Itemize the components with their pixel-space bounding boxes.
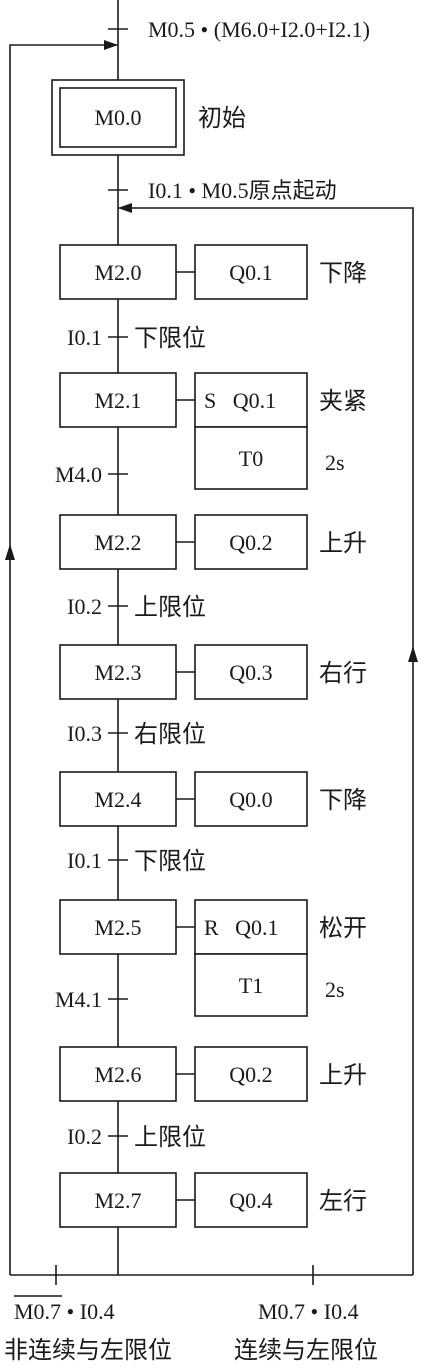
step-box-m2-6 (59, 1046, 177, 1102)
action-caption-m2-7: 左行 (319, 1187, 367, 1215)
left-return-line (9, 44, 118, 1275)
transition-caption-1: 下限位 (134, 324, 206, 352)
action-caption-m2-3: 右行 (319, 659, 367, 687)
timer-box-t1 (194, 953, 308, 1017)
transition-caption-7: 上限位 (134, 1123, 206, 1151)
timer-label-t1: T1 (239, 973, 263, 998)
action-box-m2-3 (194, 644, 308, 700)
action-label-m2-7: Q0.4 (229, 1188, 272, 1213)
action-box-m2-6 (194, 1046, 308, 1102)
left-return-arrowhead-top (104, 40, 118, 50)
start-condition: I0.1 • M0.5原点起动 (148, 178, 337, 203)
step-label-m2-6: M2.6 (94, 1062, 141, 1087)
transition-condition-6: M4.1 (55, 987, 102, 1012)
action-label-m2-3: Q0.3 (229, 660, 272, 685)
step-box-m2-5 (59, 899, 177, 955)
timer-label-t0: T0 (239, 446, 263, 471)
step-box-m2-7 (59, 1172, 177, 1228)
transition-caption-3: 上限位 (134, 593, 206, 621)
step-box-m2-1 (59, 372, 177, 428)
transition-condition-4: I0.3 (67, 721, 102, 746)
transition-condition-2: M4.0 (55, 462, 102, 487)
step-label-m2-4: M2.4 (94, 787, 141, 812)
step-label-m2-7: M2.7 (94, 1188, 141, 1213)
action-box-m2-2 (194, 514, 308, 570)
action-caption-m2-1: 夹紧 (319, 387, 367, 415)
action-caption-m2-2: 上升 (319, 529, 367, 557)
left-return-arrow-up (5, 544, 15, 560)
transition-condition-5: I0.1 (67, 848, 102, 873)
action-caption-m2-6: 上升 (319, 1061, 367, 1089)
step-label-m2-3: M2.3 (94, 660, 141, 685)
step-label-m2-0: M2.0 (94, 260, 141, 285)
step-label-m2-2: M2.2 (94, 530, 141, 555)
bottom-right-caption: 连续与左限位 (234, 1336, 378, 1364)
action-label-m2-5: R Q0.1 (204, 915, 279, 940)
bottom-left-caption: 非连续与左限位 (4, 1336, 172, 1364)
step-box-m2-3 (59, 644, 177, 700)
action-label-m2-4: Q0.0 (229, 787, 272, 812)
timer-time-t0: 2s (325, 450, 345, 475)
action-label-m2-6: Q0.2 (229, 1062, 272, 1087)
action-caption-m2-0: 下降 (319, 259, 367, 287)
timer-time-t1: 2s (325, 977, 345, 1002)
action-caption-m2-5: 松开 (319, 914, 367, 942)
action-label-m2-1: S Q0.1 (204, 388, 276, 413)
timer-box-t0 (194, 426, 308, 490)
transition-condition-7: I0.2 (67, 1124, 102, 1149)
right-return-line (118, 207, 414, 1275)
action-label-m2-2: Q0.2 (229, 530, 272, 555)
action-box-m2-7 (194, 1172, 308, 1228)
right-return-arrowhead-top (118, 203, 132, 213)
action-box-m2-0 (194, 244, 308, 300)
initial-step-caption: 初始 (198, 104, 246, 132)
bottom-left-condition: M0.7 • I0.4 (14, 1299, 115, 1324)
step-label-m2-5: M2.5 (94, 915, 141, 940)
bottom-right-condition: M0.7 • I0.4 (258, 1299, 359, 1324)
right-return-arrow-up (408, 646, 418, 662)
step-label-m2-1: M2.1 (94, 388, 141, 413)
entry-condition: M0.5 • (M6.0+I2.0+I2.1) (148, 17, 370, 42)
initial-step-inner-box (59, 87, 177, 148)
initial-step-label: M0.0 (94, 105, 141, 130)
action-box-m2-4 (194, 771, 308, 827)
action-label-m2-0: Q0.1 (229, 260, 272, 285)
action-box-m2-5 (194, 899, 308, 955)
action-box-m2-1 (194, 372, 308, 428)
action-caption-m2-4: 下降 (319, 786, 367, 814)
transition-caption-5: 下限位 (134, 847, 206, 875)
transition-condition-1: I0.1 (67, 325, 102, 350)
step-box-m2-4 (59, 771, 177, 827)
transition-condition-3: I0.2 (67, 594, 102, 619)
transition-caption-4: 右限位 (134, 720, 206, 748)
